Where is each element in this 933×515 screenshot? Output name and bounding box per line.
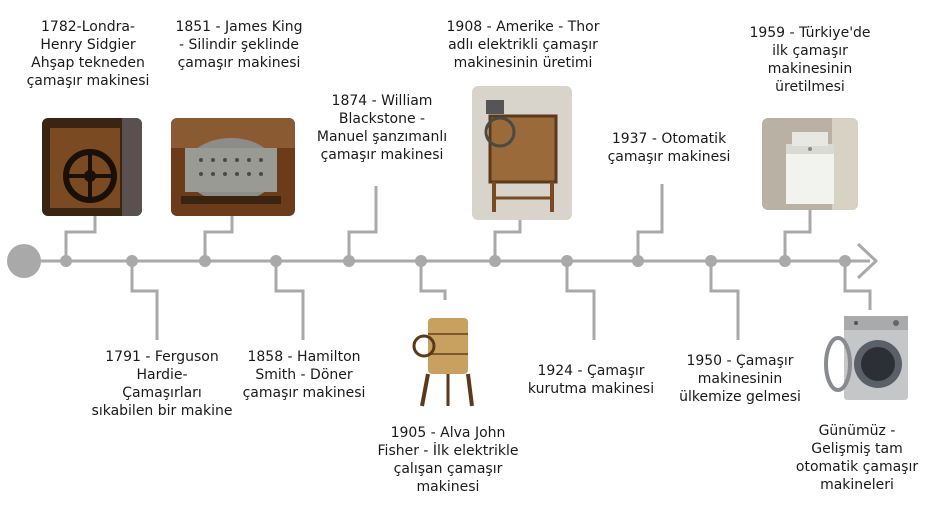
event-1959-label: 1959 - Türkiye'de ilk çamaşır makinesini… <box>749 25 871 95</box>
event-1874-label: 1874 - William Blackstone - Manuel şanzı… <box>316 93 448 163</box>
photo-1908-thor-machine <box>472 86 572 220</box>
connector-1924 <box>565 261 596 340</box>
dot-1937 <box>632 255 644 267</box>
dot-1908 <box>489 255 501 267</box>
connector-1950 <box>709 261 740 340</box>
connector-1874 <box>347 186 378 261</box>
timeline-arrowhead <box>856 242 878 280</box>
dot-1950 <box>705 255 717 267</box>
event-1950-label: 1950 - Çamaşır makinesinin ülkemize gelm… <box>679 353 801 405</box>
event-1782-label: 1782-Londra- Henry Sidgier Ahşap teknede… <box>26 19 150 89</box>
event-1937-label: 1937 - Otomatik çamaşır makinesi <box>607 131 731 165</box>
event-1905-label: 1905 - Alva John Fisher - İlk elektrikle… <box>377 425 519 495</box>
dot-1782 <box>60 255 72 267</box>
dot-today <box>839 255 851 267</box>
connector-1782 <box>64 215 97 261</box>
photo-today-front-loader <box>820 312 912 404</box>
connector-1858 <box>274 261 305 340</box>
photo-1905-fisher-machine <box>406 312 478 410</box>
connector-1959 <box>783 210 812 261</box>
connector-1937 <box>636 184 664 261</box>
event-1791-label: 1791 - Ferguson Hardie- Çamaşırları sıka… <box>91 349 233 419</box>
photo-1782-wooden-tub-machine <box>42 118 142 216</box>
dot-1874 <box>343 255 355 267</box>
dot-1851 <box>199 255 211 267</box>
event-1924-label: 1924 - Çamaşır kurutma makinesi <box>527 363 655 397</box>
photo-1959-first-turkish-machine <box>762 118 858 210</box>
dot-1858 <box>270 255 282 267</box>
event-today-label: Günümüz - Gelişmiş tam otomatik çamaşır … <box>795 423 919 493</box>
connector-1851 <box>203 215 234 261</box>
connector-today <box>843 261 872 310</box>
milestone-dots <box>60 255 851 267</box>
dot-1791 <box>126 255 138 267</box>
event-1851-label: 1851 - James King - Silindir şeklinde ça… <box>175 19 303 71</box>
event-1858-label: 1858 - Hamilton Smith - Döner çamaşır ma… <box>242 349 366 401</box>
dot-1924 <box>561 255 573 267</box>
connector-1905 <box>419 261 447 300</box>
dot-1905 <box>415 255 427 267</box>
connector-1908 <box>493 220 522 261</box>
connector-1791 <box>130 261 159 340</box>
photo-1851-cylinder-machine <box>171 118 295 216</box>
dot-1959 <box>779 255 791 267</box>
event-1908-label: 1908 - Amerike - Thor adlı elektrikli ça… <box>446 19 600 71</box>
